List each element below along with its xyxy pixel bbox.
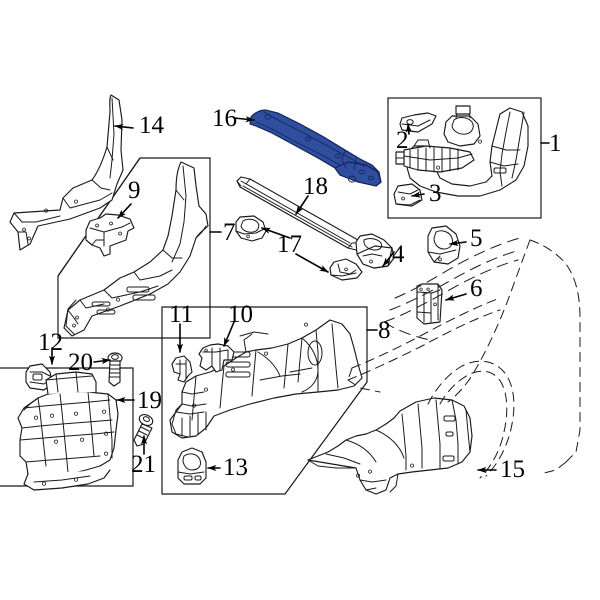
callout-17[interactable]: 17 xyxy=(277,231,302,258)
callout-2[interactable]: 2 xyxy=(396,127,409,154)
callout-6[interactable]: 6 xyxy=(470,275,483,302)
callout-10[interactable]: 10 xyxy=(228,301,253,328)
group-box-8-rect xyxy=(161,306,368,495)
callout-8[interactable]: 8 xyxy=(378,317,391,344)
part-5-shape xyxy=(427,225,461,265)
callout-15[interactable]: 15 xyxy=(500,456,525,483)
part-10-shape xyxy=(198,343,235,373)
part-14-shape xyxy=(9,94,124,251)
callout-19[interactable]: 19 xyxy=(137,387,162,414)
part-7-shape xyxy=(63,161,209,337)
part-21-shape xyxy=(133,414,154,447)
callout-14[interactable]: 14 xyxy=(139,112,164,139)
part-17-shape-b xyxy=(329,258,363,281)
leader-lines xyxy=(48,116,550,474)
callout-13[interactable]: 13 xyxy=(223,454,248,481)
part-8-shape xyxy=(169,319,363,439)
part-6-shape xyxy=(416,283,443,325)
part-3-shape xyxy=(393,183,423,207)
part-4-shape xyxy=(355,233,395,269)
part-19-shape xyxy=(17,371,119,491)
group-box-1-rect xyxy=(387,97,542,219)
callout-1[interactable]: 1 xyxy=(549,130,562,157)
part-17-shape-a xyxy=(235,215,267,242)
callout-20[interactable]: 20 xyxy=(68,349,93,376)
group-box-7-rect xyxy=(57,157,211,339)
callout-18[interactable]: 18 xyxy=(303,173,328,200)
part-1-shape xyxy=(395,105,529,197)
ghost-fender-outline xyxy=(347,237,581,479)
part-20-shape xyxy=(107,352,123,387)
callout-5[interactable]: 5 xyxy=(470,225,483,252)
callout-4[interactable]: 4 xyxy=(392,241,405,268)
callout-7[interactable]: 7 xyxy=(223,219,236,246)
part-15-shape xyxy=(307,397,473,495)
part-11-shape xyxy=(171,355,193,383)
callout-12[interactable]: 12 xyxy=(38,329,63,356)
callout-9[interactable]: 9 xyxy=(128,177,141,204)
callout-11[interactable]: 11 xyxy=(169,301,194,328)
part-16-shape-highlighted xyxy=(249,109,382,187)
callout-16[interactable]: 16 xyxy=(212,105,237,132)
part-13-shape xyxy=(177,447,207,485)
part-9-shape xyxy=(85,213,135,257)
callout-3[interactable]: 3 xyxy=(429,180,442,207)
callout-21[interactable]: 21 xyxy=(131,451,156,478)
